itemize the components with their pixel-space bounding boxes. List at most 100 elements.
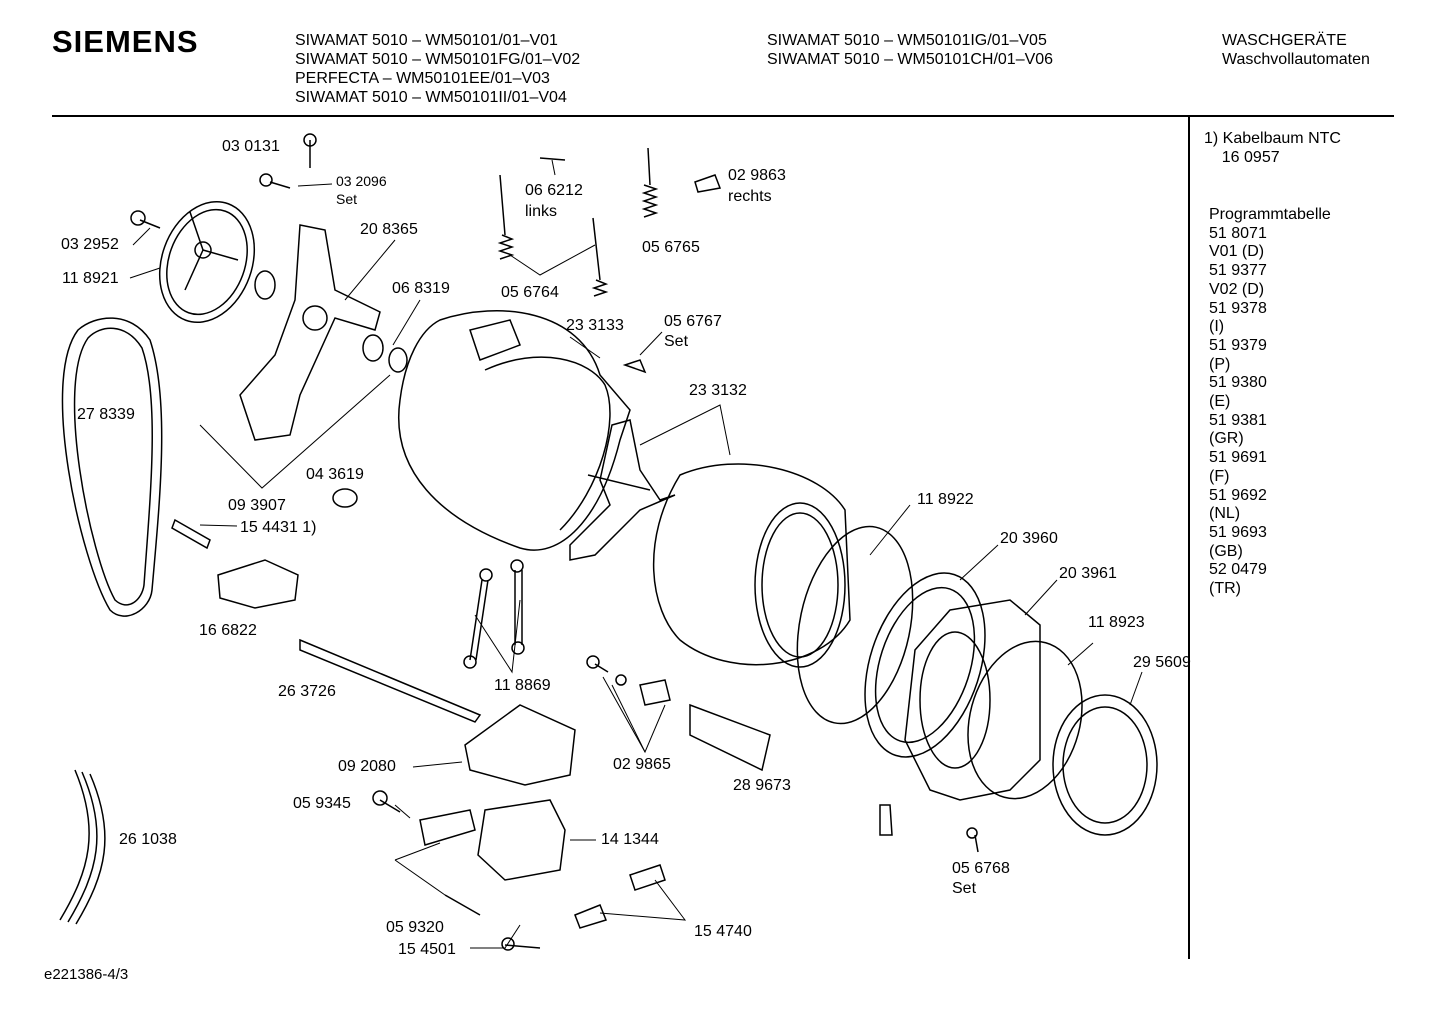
shaft-seal	[388, 347, 408, 373]
part-label: 26 3726	[278, 683, 336, 700]
grommet	[332, 488, 358, 508]
part-label: 11 8869	[494, 677, 551, 694]
model-line: SIWAMAT 5010 – WM50101IG/01–V05	[767, 32, 1047, 49]
program-variant: (I)	[1209, 318, 1225, 336]
part-label: 20 3960	[1000, 530, 1058, 547]
program-part-number: 51 8071	[1209, 224, 1267, 242]
wire-harness	[59, 769, 106, 925]
program-part-number: 51 9380	[1209, 374, 1267, 392]
part-label: 06 6212	[525, 182, 583, 199]
suspension-spring-middle	[591, 217, 609, 297]
bearing-right	[362, 334, 384, 362]
door-clip	[879, 804, 893, 836]
program-part-number: 51 9692	[1209, 486, 1267, 504]
program-part-number: 51 9691	[1209, 449, 1267, 467]
part-label: 23 3132	[689, 382, 747, 399]
program-variant: (F)	[1209, 467, 1230, 485]
part-label: 11 8921	[62, 270, 119, 287]
screw	[444, 894, 481, 916]
program-variant: (TR)	[1209, 580, 1241, 598]
part-label: 03 0131	[222, 138, 280, 155]
part-note: Set	[952, 880, 977, 897]
clip	[622, 359, 647, 374]
screw	[974, 834, 979, 853]
part-label: 02 9865	[613, 756, 671, 773]
part-label: 05 9320	[386, 919, 444, 936]
drawing-id: e221386-4/3	[44, 966, 129, 983]
program-variant: (GR)	[1209, 430, 1244, 448]
program-variant: (E)	[1209, 393, 1231, 411]
model-list-primary: SIWAMAT 5010 – WM50101/01–V01 SIWAMAT 50…	[295, 31, 580, 107]
part-label: 04 3619	[306, 466, 364, 483]
clip	[694, 174, 722, 193]
program-part-number: 52 0479	[1209, 561, 1267, 579]
part-label: 15 4501	[398, 941, 456, 958]
drum-pulley	[158, 200, 256, 324]
part-label: 11 8923	[1088, 614, 1145, 631]
part-label: 05 6767	[664, 313, 722, 330]
part-label: 02 9863	[728, 167, 786, 184]
part-label: 05 6764	[501, 284, 559, 301]
cover-plate	[464, 704, 576, 786]
program-part-number: 51 9381	[1209, 411, 1267, 429]
model-line: PERFECTA – WM50101EE/01–V03	[295, 70, 550, 87]
model-line: SIWAMAT 5010 – WM50101FG/01–V02	[295, 51, 581, 68]
inner-drum	[653, 463, 851, 668]
part-label: 23 3133	[566, 317, 624, 334]
screw	[379, 799, 401, 813]
cover-block	[217, 559, 299, 609]
tub-cross-brace	[569, 419, 676, 561]
program-part-number: 51 9693	[1209, 523, 1267, 541]
part-label: 03 2096	[336, 173, 387, 189]
screw	[594, 663, 609, 673]
part-label: 11 8922	[917, 491, 974, 508]
model-line: SIWAMAT 5010 – WM50101/01–V01	[295, 32, 558, 49]
foot-bracket	[639, 679, 671, 706]
category-subtitle: Waschvollautomaten	[1222, 51, 1370, 68]
part-label: 05 6768	[952, 860, 1010, 877]
model-line: SIWAMAT 5010 – WM50101II/01–V04	[295, 89, 567, 106]
part-label: 06 8319	[392, 280, 450, 297]
program-variant: (NL)	[1209, 505, 1241, 523]
part-label: 28 9673	[733, 777, 791, 794]
part-label: 15 4740	[694, 923, 752, 940]
heating-element	[299, 638, 482, 723]
part-label: 05 6765	[642, 239, 700, 256]
carbon-brush-b	[629, 864, 666, 891]
program-variant: (GB)	[1209, 542, 1243, 560]
part-label: 14 1344	[601, 831, 659, 848]
screw	[504, 944, 541, 949]
program-variant: (P)	[1209, 355, 1231, 373]
part-label: 20 3961	[1059, 565, 1117, 582]
part-label: 09 3907	[228, 497, 286, 514]
drive-belt	[61, 317, 163, 617]
footnote-line: 16 0957	[1204, 148, 1280, 166]
part-label: 27 8339	[77, 406, 135, 423]
category-title: WASCHGERÄTE	[1222, 32, 1347, 49]
part-label: 26 1038	[119, 831, 177, 848]
motor	[419, 799, 566, 881]
model-list-secondary: SIWAMAT 5010 – WM50101IG/01–V05 SIWAMAT …	[767, 31, 1053, 69]
model-line: SIWAMAT 5010 – WM50101CH/01–V06	[767, 51, 1054, 68]
part-label: 29 5609	[1133, 654, 1191, 671]
part-note: Set	[336, 191, 358, 207]
program-variant: V02 (D)	[1209, 280, 1265, 298]
shock-absorber-left	[469, 579, 489, 661]
part-label: 16 6822	[199, 622, 257, 639]
program-table-title: Programmtabelle	[1209, 206, 1331, 223]
drum-gasket	[796, 525, 914, 725]
front-tub-panel	[904, 599, 1041, 801]
suspension-spring-right	[641, 147, 659, 218]
screw	[139, 219, 161, 229]
sidebar-divider	[1188, 117, 1190, 959]
part-label: 20 8365	[360, 221, 418, 238]
drum-spider	[239, 224, 381, 441]
part-note: rechts	[728, 188, 772, 205]
part-label: 03 2952	[61, 236, 119, 253]
footnote-harness: 1) Kabelbaum NTC 16 0957	[1204, 130, 1341, 167]
carbon-brush-a	[574, 904, 607, 929]
part-label: 15 4431 1)	[240, 519, 317, 536]
